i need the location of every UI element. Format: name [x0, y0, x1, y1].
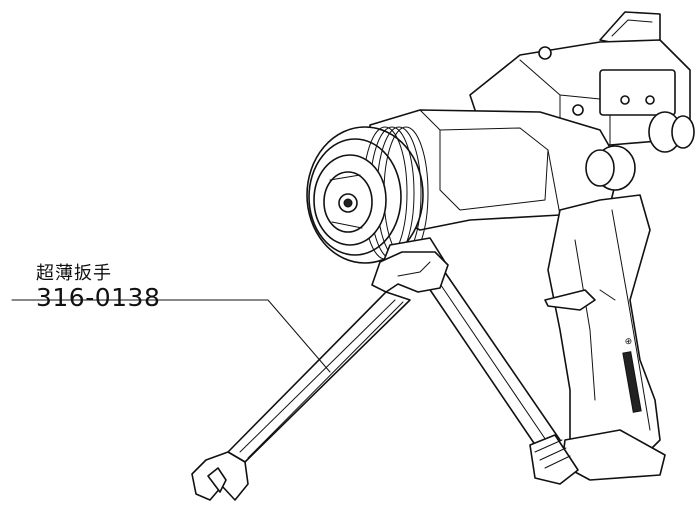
svg-text:⊕: ⊕: [622, 337, 633, 346]
callout-part-number: 316-0138: [36, 283, 161, 312]
callout-leader: [11, 299, 331, 373]
wrench: [191, 251, 449, 501]
spray-gun-body: ⊕: [369, 11, 695, 481]
callout-name: 超薄扳手: [36, 263, 112, 284]
nozzle-assembly: [306, 126, 446, 283]
